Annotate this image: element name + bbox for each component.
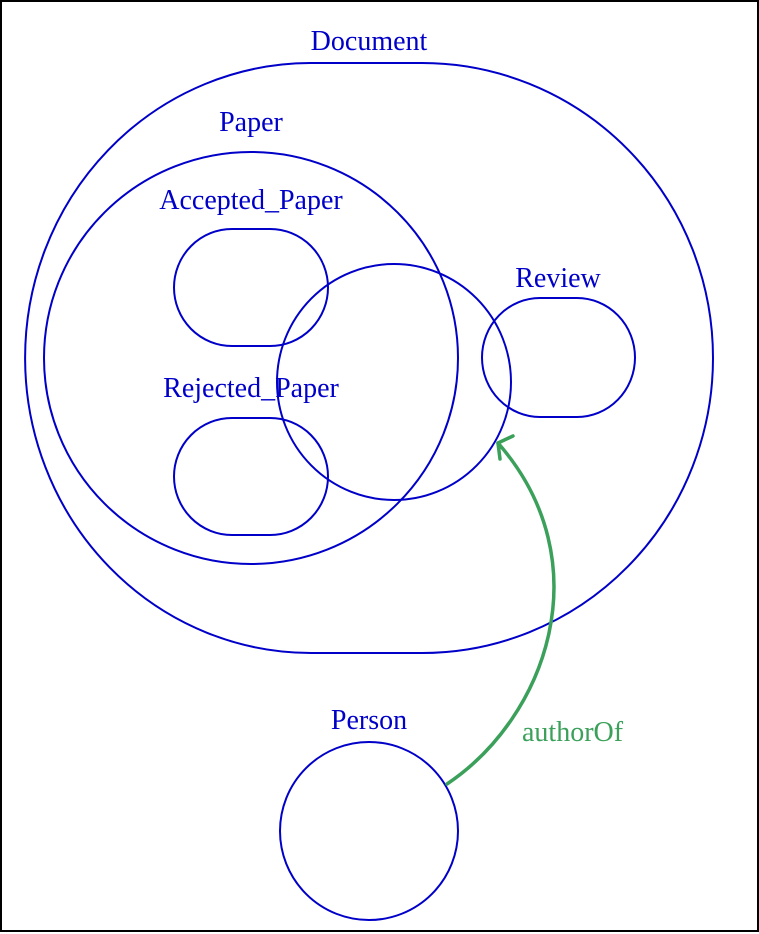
person-shape [279,741,459,921]
accepted-paper-shape [173,228,329,347]
person-label: Person [331,705,407,736]
author-of-arrow [445,441,556,786]
paper-shape [43,151,459,565]
author-of-label: authorOf [522,717,624,748]
review-shape [481,297,636,418]
review-label: Review [515,263,601,294]
accepted-paper-label: Accepted_Paper [159,185,343,216]
arrowhead-icon [496,434,515,461]
rejected-paper-label: Rejected_Paper [163,373,339,404]
unlabeled-circle-shape [276,263,512,501]
document-shape [24,62,714,655]
document-label: Document [311,26,428,57]
rejected-paper-shape [173,417,329,536]
paper-label: Paper [219,107,283,138]
